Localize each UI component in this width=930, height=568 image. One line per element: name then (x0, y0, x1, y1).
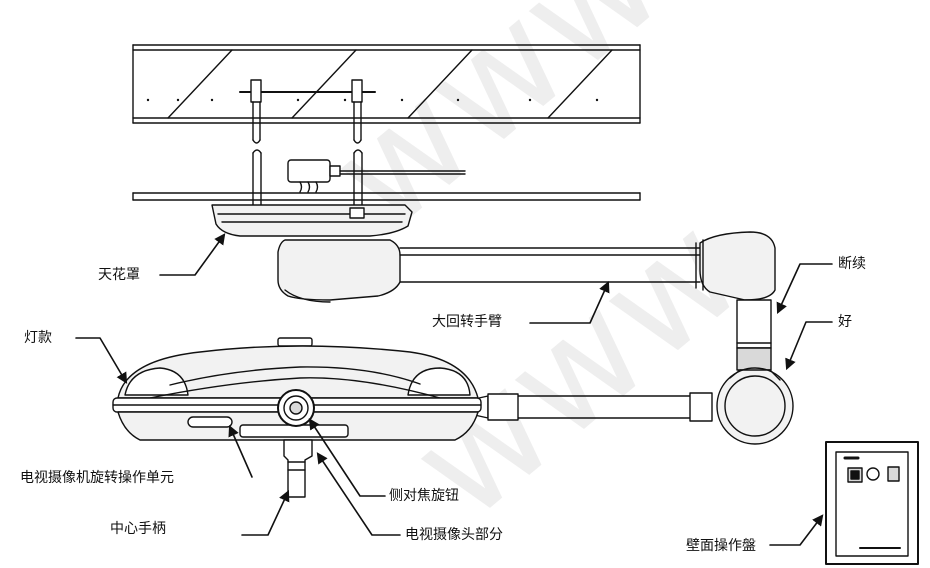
knob-icon (277, 389, 315, 427)
center-handle (283, 439, 313, 498)
label-side-focus-knob: 侧对焦旋钮 (389, 488, 459, 504)
label-joint-broken: 断续 (838, 256, 866, 272)
lamp-head (112, 337, 482, 441)
arrow-icon (75, 337, 128, 384)
arrow-icon (241, 489, 290, 536)
label-camera-head: 电视摄像头部分 (405, 527, 503, 543)
label-joint-good: 好 (838, 314, 852, 330)
vertical-joint (736, 299, 772, 371)
ceiling-board (132, 192, 641, 201)
bolt-icon (239, 79, 376, 144)
label-lamp-head: 灯款 (24, 330, 52, 346)
leader-arrows (75, 233, 833, 546)
lower-arm (469, 367, 794, 445)
label-wall-panel: 壁面操作盤 (686, 538, 756, 554)
arrow-icon (316, 452, 401, 536)
wall-panel (825, 441, 919, 565)
ceiling-slab (132, 44, 641, 124)
arrow-icon (159, 233, 226, 276)
upper-arm (277, 231, 776, 303)
arrow-icon (776, 263, 833, 315)
arrow-icon (308, 418, 386, 497)
ceiling-cover (211, 204, 413, 237)
arrow-icon (785, 321, 833, 371)
arrow-icon (529, 280, 610, 324)
arrow-icon (228, 424, 253, 478)
label-camera-rotation-unit: 电视摄像机旋转操作单元 (20, 470, 174, 486)
ceiling-dots (146, 98, 599, 102)
label-rotating-arm: 大回转手臂 (432, 314, 502, 330)
hanger-rods (252, 149, 363, 213)
junction-box (287, 159, 466, 193)
arrow-icon (769, 514, 824, 546)
label-ceiling-cover: 天花罩 (98, 267, 140, 283)
label-center-handle: 中心手柄 (110, 521, 166, 537)
